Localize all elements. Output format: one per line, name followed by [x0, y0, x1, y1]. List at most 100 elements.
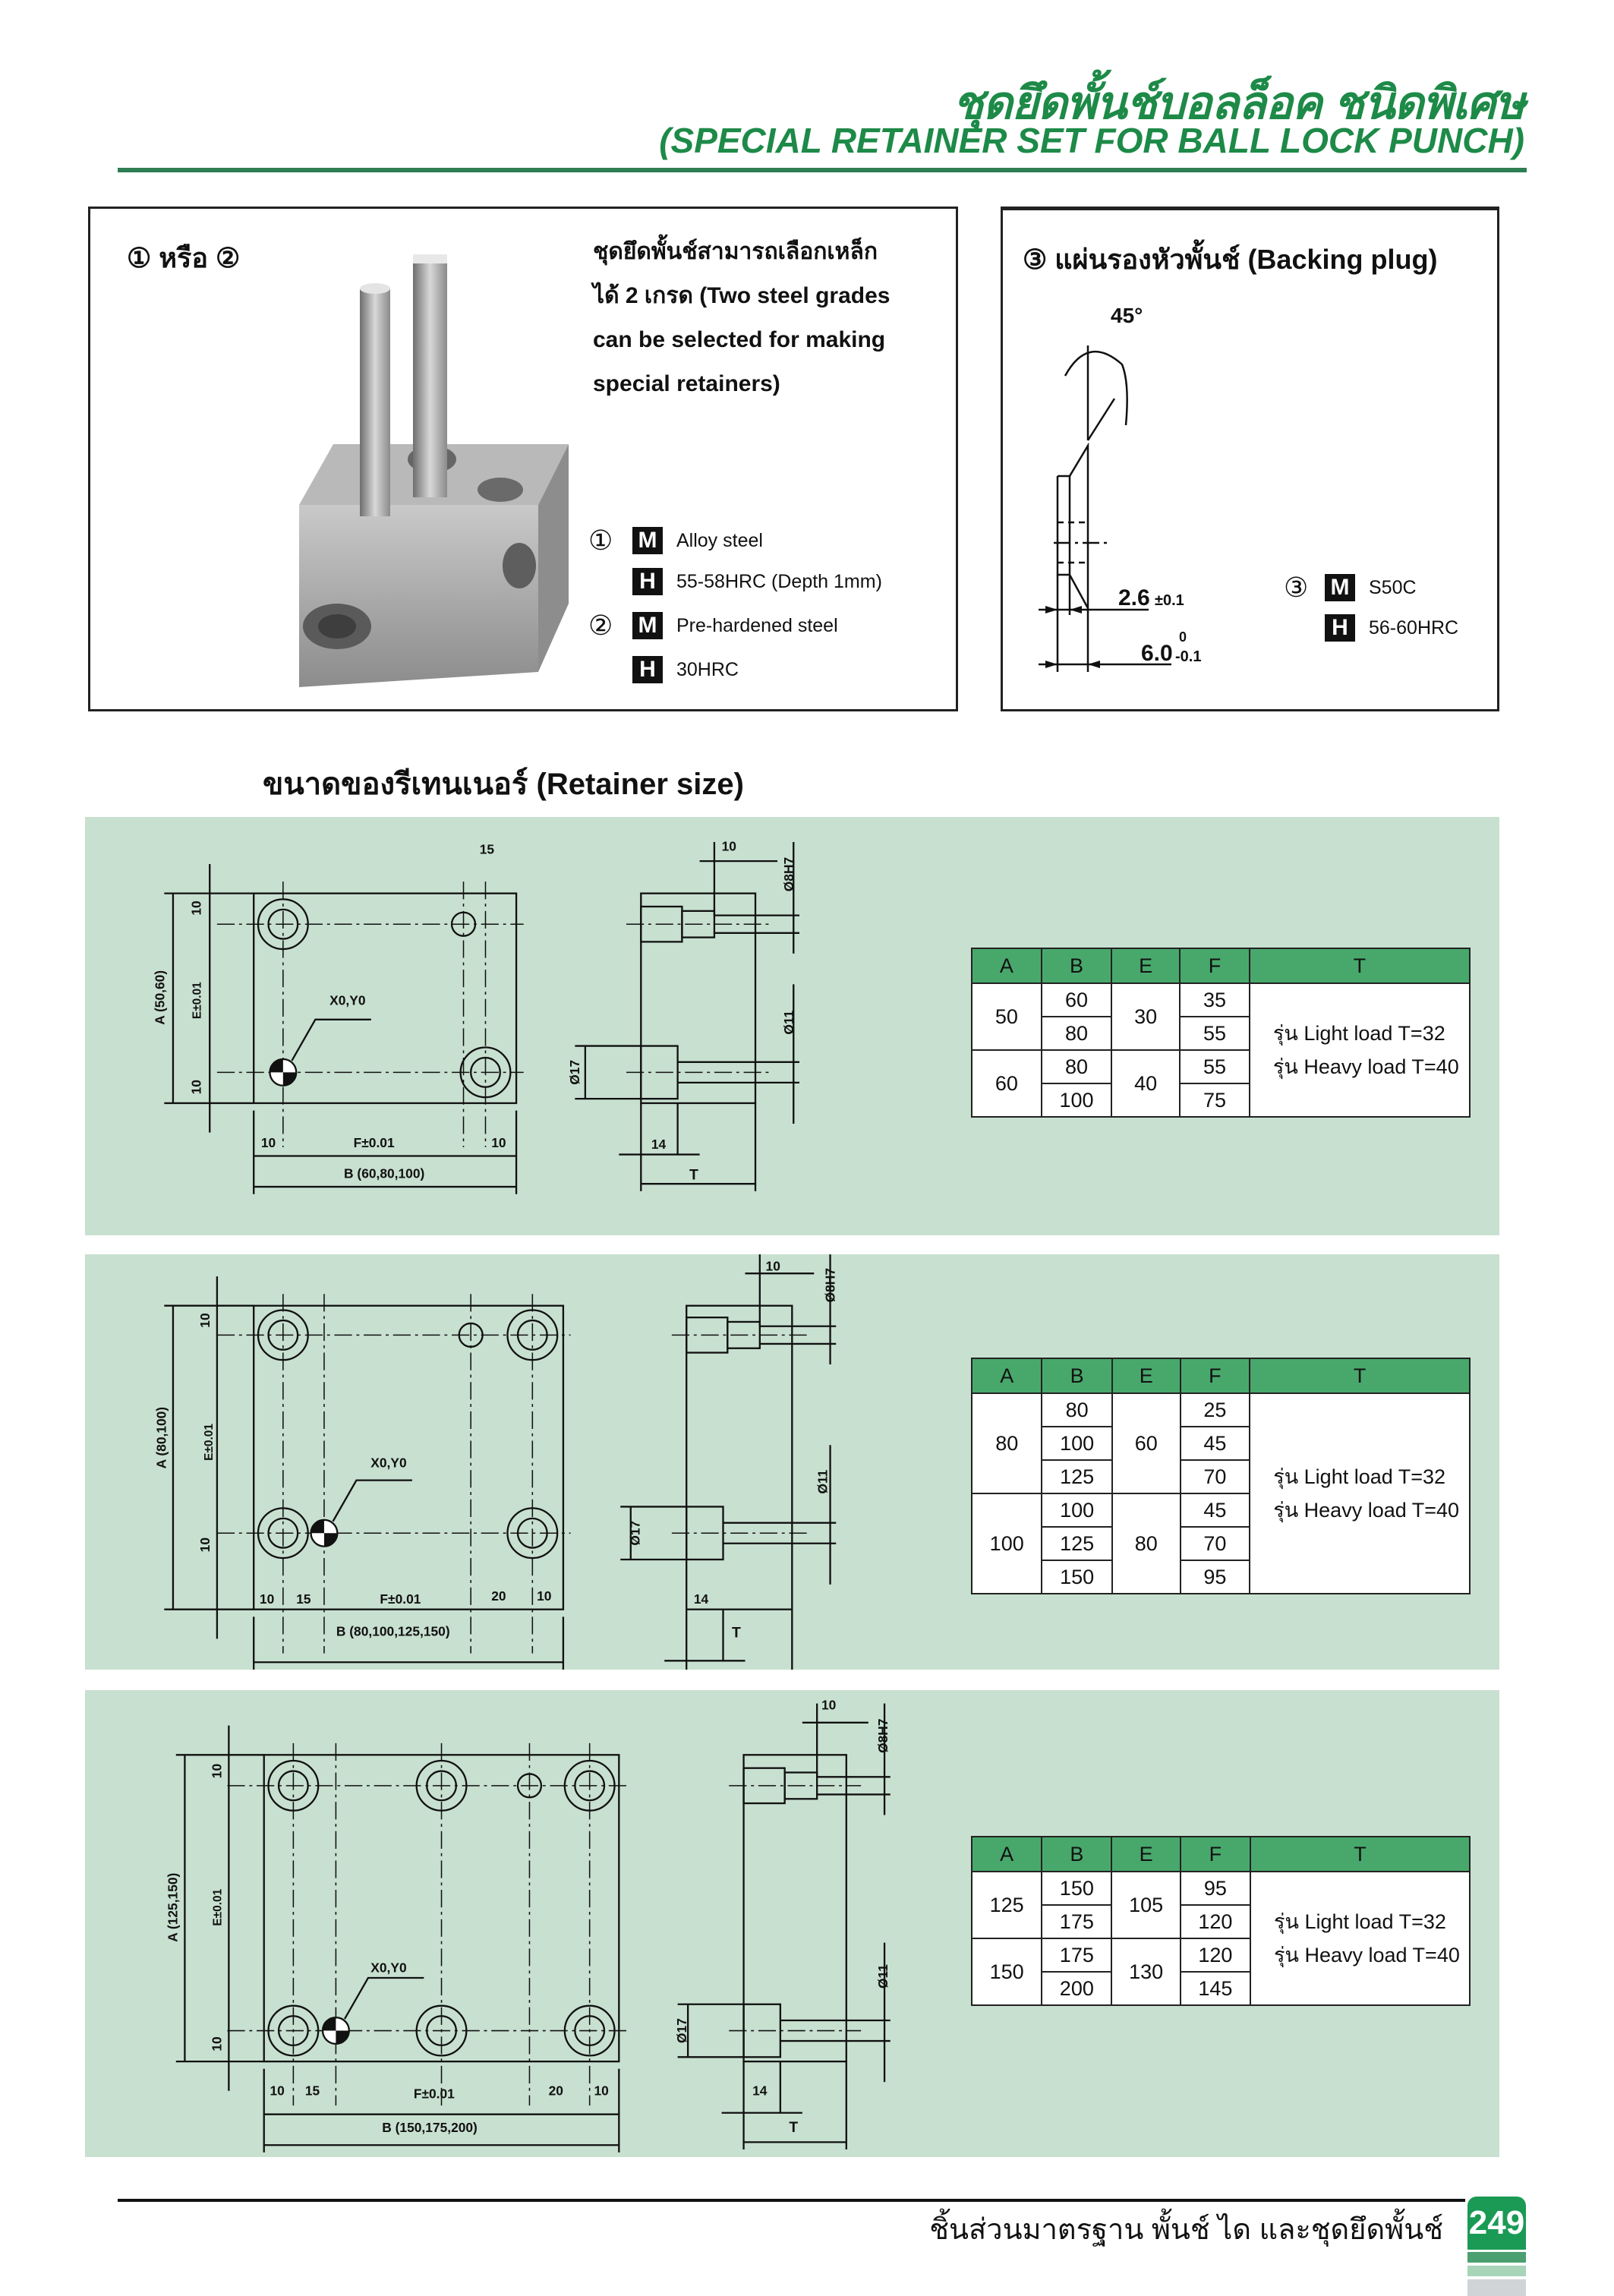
- cell-f: 75: [1179, 1083, 1250, 1118]
- cell-b: 100: [1040, 1083, 1113, 1118]
- column-header: B: [1041, 1836, 1113, 1872]
- footer-text: ชิ้นส่วนมาตรฐาน พั้นช์ ได และชุดยึดพั้นช…: [929, 2214, 1443, 2246]
- dim-b-label: B (80,100,125,150): [336, 1623, 450, 1638]
- dim-10-bottom: 10: [189, 1080, 204, 1094]
- dim-10-top: 10: [197, 1313, 213, 1327]
- dowel-hole: [450, 911, 477, 937]
- dim-t-label: T: [789, 2120, 798, 2136]
- dowel-hole: [458, 1322, 484, 1348]
- dim-f-label: F±0.01: [380, 1591, 421, 1607]
- cell-f: 120: [1179, 1938, 1252, 1973]
- backing-plug-heading: ③ แผ่นรองหัวพั้นช์ (Backing plug): [1023, 244, 1438, 275]
- cell-a: 60: [971, 1049, 1042, 1118]
- dim-bottom-label: 20: [549, 2083, 563, 2099]
- cell-f: 45: [1179, 1426, 1251, 1461]
- cell-f: 145: [1179, 1971, 1252, 2006]
- steel-grade-box: ① หรือ ② ชุดยึดพั้นช์สามารถเลือกเหล็ก ได…: [88, 207, 958, 711]
- side-dim-14: 14: [694, 1591, 709, 1607]
- column-header: B: [1040, 948, 1113, 984]
- dim-d8h7-label: Ø8H7: [822, 1268, 837, 1302]
- column-header: F: [1179, 948, 1250, 984]
- hardness-badge: H: [1325, 614, 1355, 642]
- page-title-thai: ชุดยึดพั้นช์บอลล็อค ชนิดพิเศษ: [953, 77, 1525, 128]
- overall-tol-lower: -0.1: [1175, 648, 1201, 665]
- page-tab-stripe: [1467, 2266, 1526, 2276]
- cell-b: 80: [1040, 1049, 1113, 1084]
- backing-plug-box: ③ แผ่นรองหัวพั้นช์ (Backing plug) 45° 2.…: [1001, 207, 1499, 711]
- dim-10-top: 10: [189, 900, 204, 915]
- hardness-badge: H: [632, 568, 663, 595]
- cell-a: 50: [971, 982, 1042, 1051]
- dim-bottom-label: 10: [491, 1135, 506, 1150]
- counterbore-hole-inner: [426, 1770, 458, 1802]
- origin-marker-fill: [323, 2017, 349, 2044]
- retainer-drawing-2: A (80,100) E±0.01 10 10 X0,Y0 10 15 F±0.…: [153, 1254, 837, 1670]
- counterbore-hole-inner: [470, 1056, 501, 1088]
- origin-leader-line: [343, 1976, 424, 2020]
- dowel-hole: [516, 1773, 543, 1799]
- origin-label: X0,Y0: [329, 992, 365, 1008]
- cell-e: 80: [1111, 1493, 1181, 1594]
- cell-a: 125: [970, 1871, 1043, 1939]
- backing-plug-drawing: 45° 2.6 ±0.1 6.0 0 -0.1: [1039, 304, 1201, 672]
- dim-a-label: A (80,100): [153, 1407, 169, 1468]
- dim-d11-label: Ø11: [875, 1964, 891, 1988]
- dim-bottom-label: 10: [261, 1135, 276, 1150]
- dim-t-label: T: [689, 1167, 698, 1183]
- counterbore-hole-inner: [516, 1319, 548, 1351]
- page-number: 249: [1467, 2197, 1526, 2250]
- page-tab-stripe: [1467, 2279, 1526, 2296]
- grade-text: S50C: [1369, 576, 1417, 598]
- cell-b: 175: [1041, 1904, 1113, 1939]
- cell-f: 25: [1179, 1392, 1251, 1427]
- page-tab-stripe: [1467, 2252, 1526, 2263]
- column-header: E: [1111, 948, 1181, 984]
- grade-text: 55-58HRC (Depth 1mm): [676, 570, 882, 592]
- heavy-load-note: รุ่น Heavy load T=40: [1273, 1499, 1460, 1522]
- thickness-dim-label: 2.6: [1118, 585, 1150, 610]
- cell-f: 95: [1179, 1560, 1251, 1594]
- counterbore-hole-inner: [267, 1319, 299, 1351]
- side-dim-10: 10: [766, 1258, 780, 1273]
- dim-10-bottom: 10: [210, 2036, 225, 2051]
- cell-f: 55: [1179, 1049, 1250, 1084]
- chamfer-angle-label: 45°: [1111, 304, 1143, 327]
- table-row: 175 120: [972, 1904, 1470, 1939]
- dim-e-label: E±0.01: [191, 982, 204, 1019]
- column-header: E: [1111, 1358, 1181, 1394]
- material-badge: M: [632, 612, 663, 639]
- page-title-english: (SPECIAL RETAINER SET FOR BALL LOCK PUNC…: [659, 121, 1524, 160]
- dim-d17-label: Ø17: [627, 1521, 642, 1546]
- retainer-side-view: [686, 1304, 793, 1610]
- counterbore-hole: [459, 1046, 512, 1099]
- cell-f: 55: [1179, 1016, 1250, 1051]
- cell-b: 125: [1041, 1526, 1113, 1561]
- section-heading: ขนาดของรีเทนเนอร์ (Retainer size): [263, 768, 744, 801]
- dim-bottom-label: 10: [594, 2083, 608, 2099]
- origin-leader-line: [332, 1479, 412, 1522]
- light-load-note: รุ่น Light load T=32: [1272, 1022, 1445, 1045]
- overall-dim-label: 6.0: [1141, 641, 1173, 666]
- counterbore-hole-inner: [277, 2015, 309, 2047]
- description-line: ได้ 2 เกรด (Two steel grades: [593, 283, 891, 308]
- cell-b: 60: [1040, 982, 1113, 1017]
- cell-f: 120: [1179, 1904, 1252, 1939]
- dim-t-label: T: [732, 1625, 741, 1641]
- origin-label: X0,Y0: [370, 1455, 406, 1470]
- cell-f: 70: [1179, 1526, 1251, 1561]
- thickness-tolerance: ±0.1: [1155, 592, 1184, 609]
- side-dim-14: 14: [651, 1137, 667, 1152]
- dim-15-label: 15: [480, 841, 495, 856]
- dim-b-label: B (60,80,100): [344, 1165, 424, 1181]
